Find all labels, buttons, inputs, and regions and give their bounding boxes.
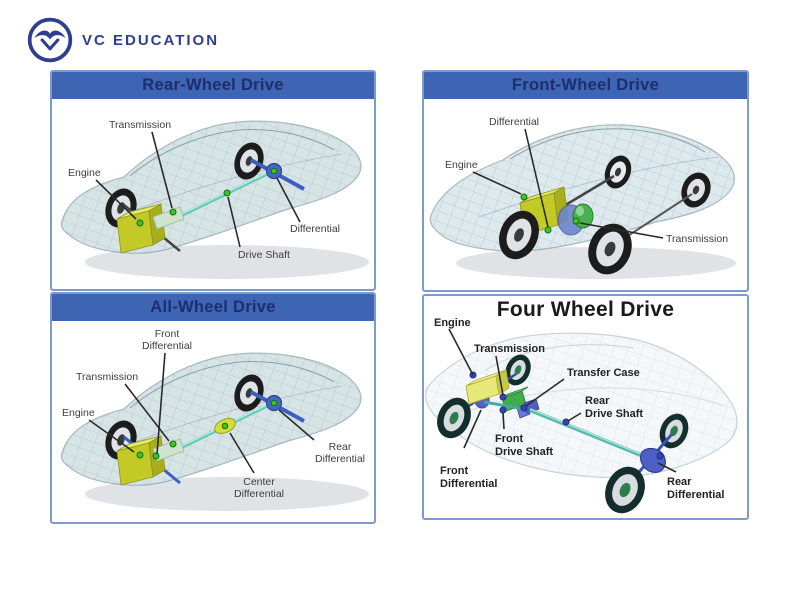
label-transmission: Transmission [109,119,171,131]
label-rear-drive-shaft-2: Drive Shaft [585,408,643,420]
all-wheel-drive-diagram: Front Differential Transmission Engine C… [60,328,369,511]
panel-all-wheel-drive-header: All-Wheel Drive [52,294,374,321]
leader-front-differential [463,409,482,449]
leader-rear-drive-shaft [567,412,582,422]
leader-front-drive-shaft [502,412,505,430]
label-front-drive-shaft-1: Front [495,433,523,445]
brand-name: VC EDUCATION [82,31,220,49]
label-differential: Differential [290,223,340,235]
rear-wheel-drive-diagram: Transmission Engine Differential Drive S… [60,119,369,279]
car-shadow [85,477,369,511]
label-rear-drive-shaft-1: Rear [585,395,610,407]
panel-title: All-Wheel Drive [150,298,276,316]
panel-all-wheel-drive: All-Wheel Drive [50,292,376,524]
label-transmission: Transmission [666,233,728,245]
label-rear-differential-1: Rear [329,441,352,453]
label-drive-shaft: Drive Shaft [238,249,290,261]
panel-title: Front-Wheel Drive [511,76,660,94]
wheel-rear-far [234,374,264,412]
label-rear-differential-2: Differential [667,489,724,501]
leader-rear-differential [657,462,677,473]
anchor-dots [136,167,278,227]
label-engine: Engine [445,159,478,171]
leader-rear-differential [278,409,315,441]
label-front-differential-1: Front [155,328,180,340]
car-body [429,124,735,252]
anchor-dots [136,399,278,460]
label-transmission: Transmission [474,343,545,355]
label-engine: Engine [62,407,95,419]
label-engine: Engine [434,317,471,329]
rear-drive-shaft-highlight [529,408,649,458]
label-front-differential-1: Front [440,465,468,477]
leader-differential [276,177,301,223]
label-center-differential-2: Differential [234,488,284,500]
leader-engine [448,328,474,376]
panel-four-wheel-drive: Engine Transmission Transfer Case Rear D… [422,294,749,520]
wheel-front-near [499,210,539,260]
leader-engine [472,171,522,195]
rear-drive-shaft [529,408,649,460]
panel-front-wheel-drive-header: Front-Wheel Drive [424,72,747,99]
leader-transmission [124,383,170,442]
leader-transmission [579,222,664,239]
leader-center-differential [229,432,255,474]
brand-logo: VC EDUCATION [26,16,219,64]
leader-transfer-case [525,378,565,407]
car-group [60,352,369,511]
leader-drive-shaft [227,196,241,248]
leader-front-differential [156,352,166,455]
engine-block [465,369,510,405]
label-rear-differential-2: Differential [315,453,365,465]
car-body [425,332,738,479]
leader-transmission [151,131,173,209]
panel-title: Rear-Wheel Drive [142,76,284,94]
anchor-dots [520,193,580,234]
leader-engine [95,179,137,220]
vc-education-logo-icon [27,17,73,63]
car-shadow [85,245,369,279]
label-differential: Differential [489,116,539,128]
panel-front-wheel-drive: Front-Wheel Drive [422,70,749,292]
label-rear-differential-1: Rear [667,476,692,488]
wheel-rear-near [605,466,645,514]
front-wheel-drive-diagram: Differential Engine Transmission [429,116,736,279]
panel-rear-wheel-drive-header: Rear-Wheel Drive [52,72,374,99]
anchor-dots [469,371,664,460]
leader-transmission [495,355,504,396]
leader-differential [524,128,549,228]
front-drive-shaft [483,400,525,411]
wheel-rear-far [234,142,264,180]
label-transmission: Transmission [76,371,138,383]
label-transfer-case: Transfer Case [567,367,640,379]
panel-rear-wheel-drive: Rear-Wheel Drive [50,70,376,291]
wheel-rear-far [681,172,711,208]
label-center-differential-1: Center [243,476,275,488]
label-front-differential-2: Differential [440,478,497,490]
wheel-rear-near [588,223,632,275]
leader-engine [88,419,135,453]
label-front-drive-shaft-2: Drive Shaft [495,446,553,458]
four-wheel-drive-diagram: Engine Transmission Transfer Case Rear D… [425,317,738,514]
label-engine: Engine [68,167,101,179]
label-front-differential-2: Differential [142,340,192,352]
wheel-front-near [437,397,471,439]
